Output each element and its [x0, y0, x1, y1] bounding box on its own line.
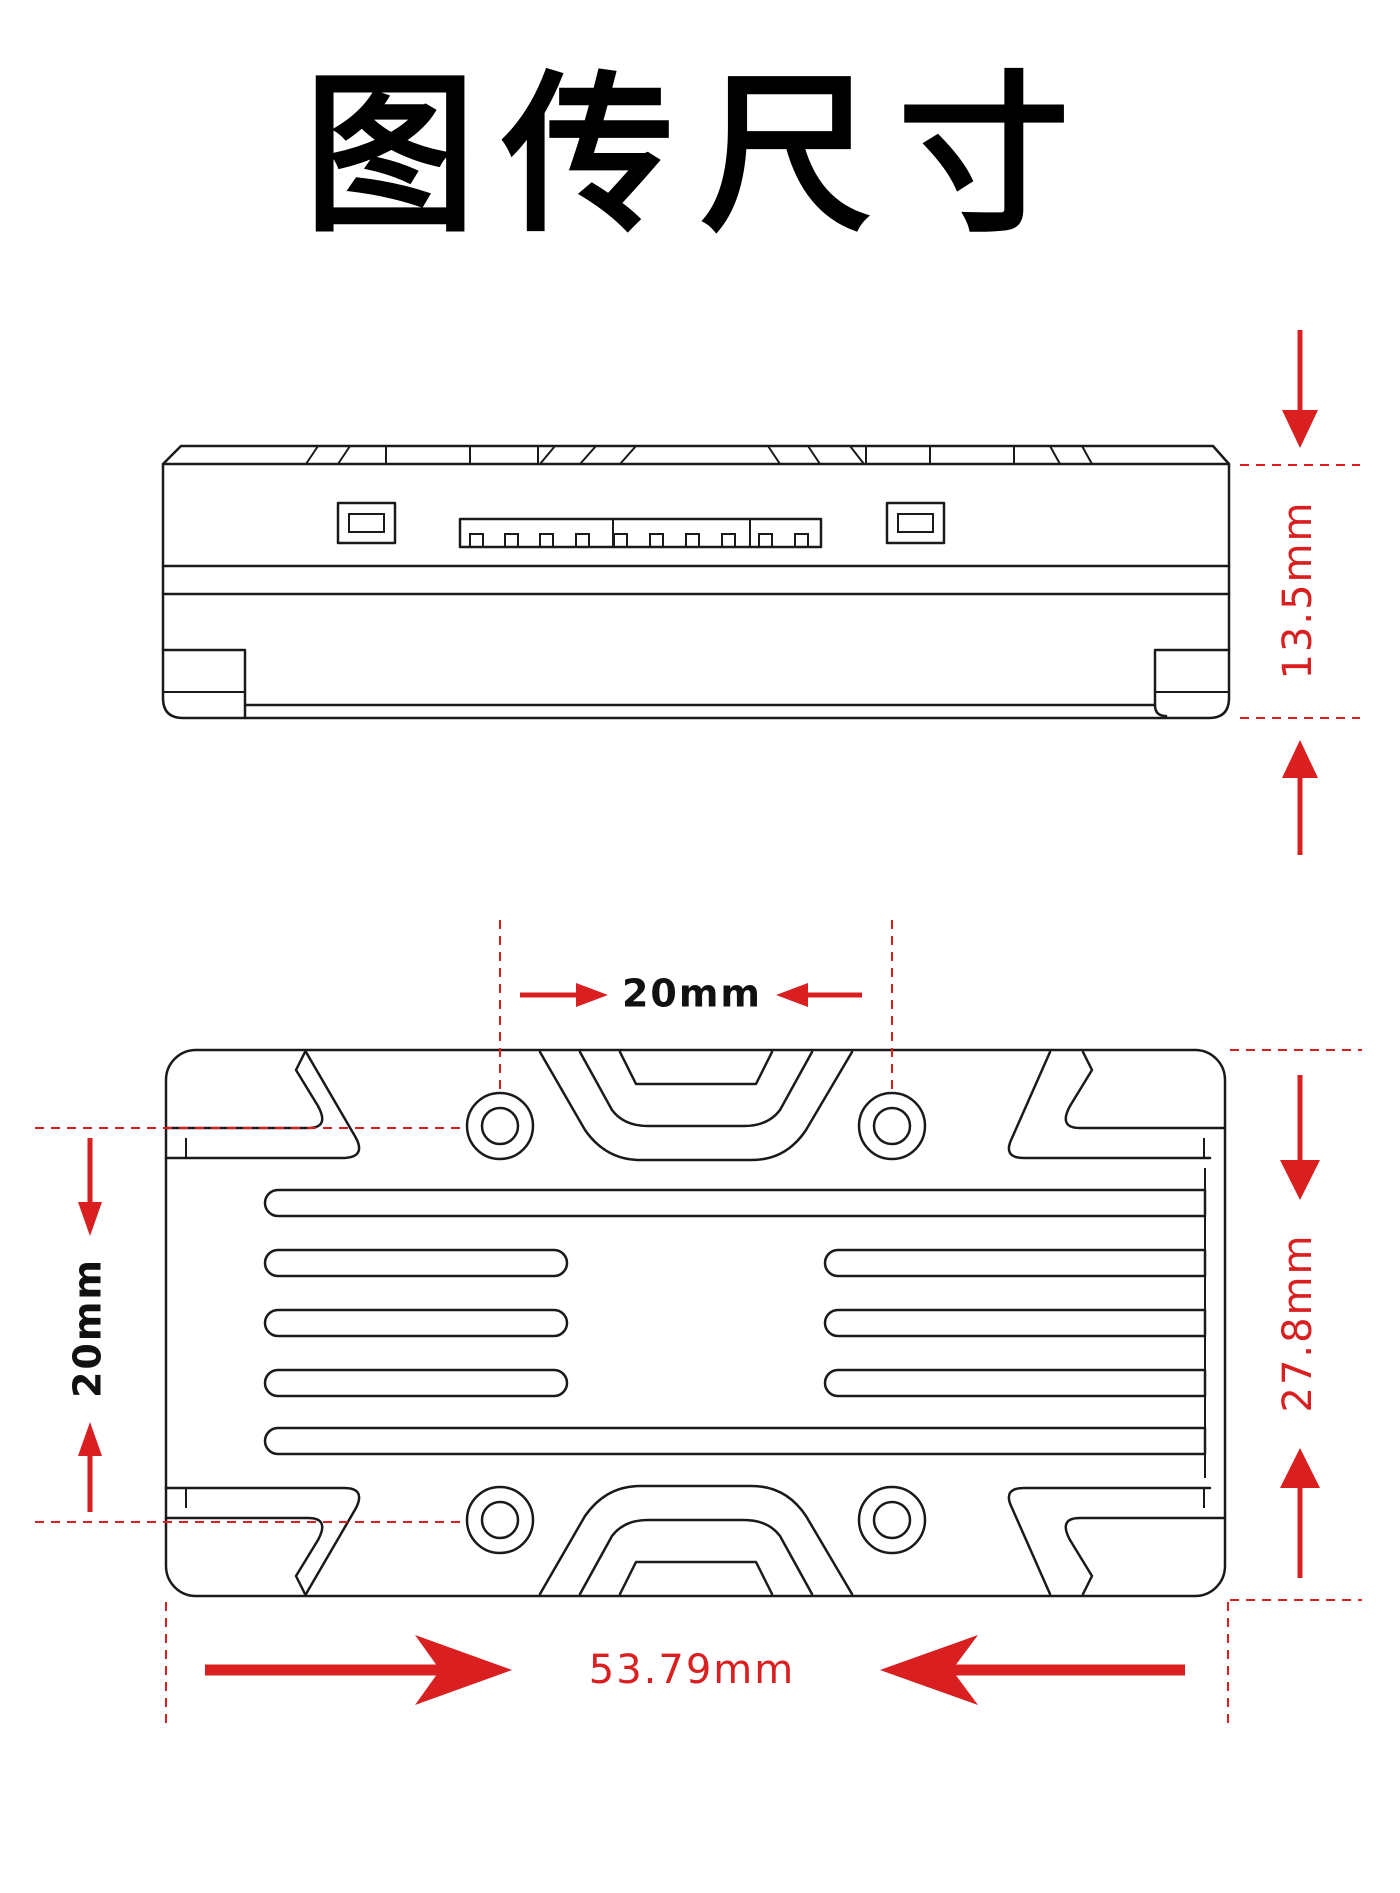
- width-dimension: 27.8mm: [1230, 1049, 1362, 1601]
- side-view-top-fins: [305, 445, 1093, 465]
- length-dimension: 53.79mm: [165, 1602, 1229, 1728]
- side-view-foot-left: [161, 648, 247, 720]
- fin-left-2: [263, 1308, 569, 1338]
- bottom-bracket-outer: [538, 1484, 854, 1596]
- top-bracket-outer: [538, 1050, 854, 1162]
- mount-hole-bottom-right: [857, 1485, 927, 1555]
- fin-right-2: [823, 1308, 1207, 1338]
- corner-notch-top-right: [1064, 1050, 1227, 1130]
- side-view-connector: [458, 517, 823, 549]
- height-label: 13.5mm: [1275, 501, 1321, 680]
- side-view-port-left: [336, 501, 397, 545]
- top-bracket-mid: [578, 1050, 814, 1128]
- mount-hole-bottom-left: [465, 1485, 535, 1555]
- fin-left-3: [263, 1368, 569, 1398]
- bottom-bracket-inner: [618, 1560, 774, 1596]
- hole-spacing-horizontal-label: 20mm: [622, 972, 762, 1016]
- side-view: [161, 444, 1231, 720]
- bottom-bracket-mid: [578, 1518, 814, 1596]
- corner-notch-top-right-outer: [1007, 1050, 1212, 1160]
- side-view-port-right-inner: [897, 513, 934, 533]
- mount-hole-top-left: [465, 1091, 535, 1161]
- corner-notch-bottom-left-outer: [164, 1486, 361, 1596]
- fin-left-1: [263, 1248, 569, 1278]
- width-label: 27.8mm: [1275, 1234, 1321, 1413]
- length-label: 53.79mm: [589, 1647, 795, 1693]
- side-view-port-right: [885, 501, 946, 545]
- fin-full-2: [263, 1426, 1207, 1456]
- cooling-fins: [263, 1168, 1207, 1478]
- corner-notch-top-left: [164, 1050, 324, 1130]
- hole-spacing-horizontal-dimension: 20mm: [499, 920, 893, 1092]
- page-title: 图传尺寸: [304, 55, 1096, 256]
- hole-spacing-vertical-dimension: 20mm: [35, 1127, 466, 1523]
- mount-hole-top-right: [857, 1091, 927, 1161]
- side-view-outline: [161, 444, 1231, 720]
- corner-notch-bottom-right: [1064, 1516, 1227, 1596]
- fin-right-1: [823, 1248, 1207, 1278]
- corner-notch-bottom-left: [164, 1516, 324, 1596]
- corner-notch-top-left-outer: [164, 1050, 361, 1160]
- top-view-outline: [164, 1048, 1227, 1598]
- side-view-port-left-inner: [348, 513, 385, 533]
- top-bracket-inner: [618, 1050, 774, 1086]
- top-view: [164, 1048, 1227, 1598]
- hole-spacing-vertical-label: 20mm: [66, 1258, 110, 1398]
- height-dimension: 13.5mm: [1240, 330, 1360, 855]
- fin-full-1: [263, 1188, 1207, 1218]
- side-view-foot-right: [1153, 648, 1231, 718]
- side-view-connector-pins: [469, 519, 809, 548]
- fin-right-3: [823, 1368, 1207, 1398]
- corner-notch-bottom-right-outer: [1007, 1486, 1212, 1596]
